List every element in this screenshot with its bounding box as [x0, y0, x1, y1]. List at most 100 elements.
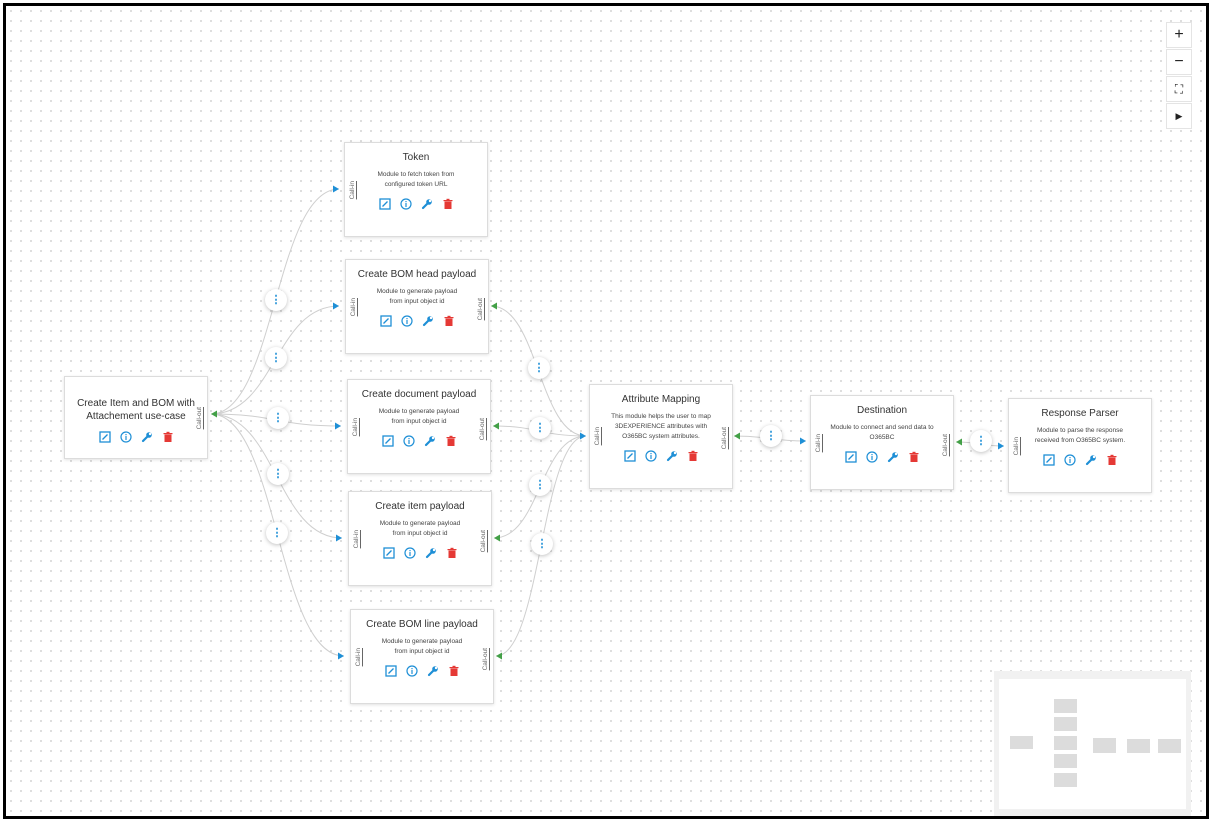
info-icon[interactable] [402, 434, 415, 452]
edit-icon[interactable] [98, 430, 111, 448]
zoom-in-button[interactable]: + [1166, 22, 1192, 48]
edit-icon[interactable] [844, 450, 857, 468]
node-actions [65, 430, 207, 448]
node-attribute-mapping[interactable]: Attribute Mapping This module helps the … [589, 384, 733, 489]
zoom-out-button[interactable]: − [1166, 49, 1192, 75]
minimap-viewport [999, 679, 1186, 809]
trash-icon[interactable] [446, 546, 458, 564]
edit-icon[interactable] [379, 314, 392, 332]
edit-icon[interactable] [382, 546, 395, 564]
node-description: Module to parse the response received fr… [1034, 427, 1126, 444]
more-vertical-icon: ⋮ [272, 467, 284, 480]
info-icon[interactable] [405, 664, 418, 682]
in-port-arrow[interactable] [338, 652, 344, 660]
out-port-arrow[interactable] [496, 652, 502, 660]
wrench-icon[interactable] [887, 450, 899, 468]
edge-menu-button[interactable]: ⋮ [760, 425, 782, 447]
edge-menu-button[interactable]: ⋮ [265, 289, 287, 311]
wrench-icon[interactable] [425, 546, 437, 564]
edge-menu-button[interactable]: ⋮ [265, 347, 287, 369]
edge-menu-button[interactable]: ⋮ [267, 463, 289, 485]
in-port-arrow[interactable] [333, 302, 339, 310]
node-create-document-payload[interactable]: Create document payload Module to genera… [347, 379, 491, 474]
wrench-icon[interactable] [421, 197, 433, 215]
node-create-item-payload[interactable]: Create item payload Module to generate p… [348, 491, 492, 586]
more-vertical-icon: ⋮ [271, 526, 283, 539]
in-port-arrow[interactable] [333, 185, 339, 193]
wrench-icon[interactable] [422, 314, 434, 332]
wrench-icon[interactable] [141, 430, 153, 448]
edge-menu-button[interactable]: ⋮ [528, 357, 550, 379]
info-icon[interactable] [865, 450, 878, 468]
more-vertical-icon: ⋮ [272, 411, 284, 424]
call-out-label: Call-out [196, 407, 203, 430]
edit-icon[interactable] [384, 664, 397, 682]
edit-icon[interactable] [623, 449, 636, 467]
edit-icon[interactable] [378, 197, 391, 215]
wrench-icon[interactable] [427, 664, 439, 682]
call-out-label: Call-out [721, 427, 728, 450]
info-icon[interactable] [1063, 453, 1076, 471]
out-port-arrow[interactable] [493, 422, 499, 430]
trash-icon[interactable] [448, 664, 460, 682]
edit-icon[interactable] [381, 434, 394, 452]
minimap-node [1127, 739, 1150, 753]
out-port-arrow[interactable] [494, 534, 500, 542]
fit-view-button[interactable]: ⛶ [1166, 76, 1192, 102]
info-icon[interactable] [403, 546, 416, 564]
node-token[interactable]: Token Module to fetch token from configu… [344, 142, 488, 237]
play-button[interactable]: ▶ [1166, 103, 1192, 129]
node-create-item-bom[interactable]: Create Item and BOM with Attachement use… [64, 376, 208, 459]
node-actions [345, 197, 487, 215]
node-description: This module helps the user to map 3DEXPE… [611, 413, 711, 440]
minimap[interactable] [994, 671, 1191, 816]
trash-icon[interactable] [1106, 453, 1118, 471]
node-title: Create BOM line payload [366, 619, 478, 630]
node-response-parser[interactable]: Response Parser Module to parse the resp… [1008, 398, 1152, 493]
wrench-icon[interactable] [666, 449, 678, 467]
edge-menu-button[interactable]: ⋮ [970, 430, 992, 452]
node-title: Destination [856, 405, 908, 416]
in-port-arrow[interactable] [335, 422, 341, 430]
info-icon[interactable] [119, 430, 132, 448]
in-port-arrow[interactable] [998, 442, 1004, 450]
minimap-node [1054, 754, 1077, 768]
minimap-node [1054, 717, 1077, 731]
in-port-arrow[interactable] [800, 437, 806, 445]
out-port-arrow[interactable] [211, 410, 217, 418]
info-icon[interactable] [644, 449, 657, 467]
wrench-icon[interactable] [1085, 453, 1097, 471]
node-title: Create BOM head payload [357, 269, 477, 280]
edge-menu-button[interactable]: ⋮ [529, 417, 551, 439]
trash-icon[interactable] [908, 450, 920, 468]
trash-icon[interactable] [443, 314, 455, 332]
node-create-bom-head-payload[interactable]: Create BOM head payload Module to genera… [345, 259, 489, 354]
node-destination[interactable]: Destination Module to connect and send d… [810, 395, 954, 490]
flow-canvas[interactable]: Create Item and BOM with Attachement use… [3, 3, 1209, 819]
edge-menu-button[interactable]: ⋮ [266, 522, 288, 544]
info-icon[interactable] [399, 197, 412, 215]
trash-icon[interactable] [687, 449, 699, 467]
call-in-label: Call-in [594, 427, 601, 446]
node-description: Module to generate payload from input ob… [379, 520, 461, 537]
node-title: Create Item and BOM with Attachement use… [77, 398, 195, 422]
edge-menu-button[interactable]: ⋮ [267, 407, 289, 429]
trash-icon[interactable] [445, 434, 457, 452]
trash-icon[interactable] [162, 430, 174, 448]
edit-icon[interactable] [1042, 453, 1055, 471]
more-vertical-icon: ⋮ [533, 361, 545, 374]
minimap-node [1010, 736, 1033, 749]
more-vertical-icon: ⋮ [975, 434, 987, 447]
info-icon[interactable] [400, 314, 413, 332]
in-port-arrow[interactable] [580, 432, 586, 440]
out-port-arrow[interactable] [491, 302, 497, 310]
out-port-arrow[interactable] [734, 432, 740, 440]
node-create-bom-line-payload[interactable]: Create BOM line payload Module to genera… [350, 609, 494, 704]
call-out-label: Call-out [477, 298, 484, 321]
edge-menu-button[interactable]: ⋮ [531, 533, 553, 555]
out-port-arrow[interactable] [956, 438, 962, 446]
trash-icon[interactable] [442, 197, 454, 215]
wrench-icon[interactable] [424, 434, 436, 452]
in-port-arrow[interactable] [336, 534, 342, 542]
edge-menu-button[interactable]: ⋮ [529, 474, 551, 496]
